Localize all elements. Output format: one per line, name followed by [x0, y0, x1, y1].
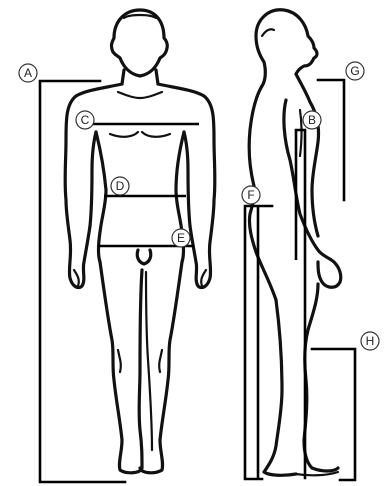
marker-e: E	[172, 229, 190, 247]
front-right-outline	[158, 84, 215, 288]
side-head	[256, 10, 317, 86]
marker-f: F	[242, 186, 260, 204]
marker-b: B	[303, 111, 321, 129]
measure-line-b	[296, 130, 305, 478]
marker-c: C	[76, 111, 94, 129]
measure-line-h	[312, 349, 355, 480]
marker-d-label: D	[116, 179, 125, 193]
side-legs	[264, 300, 296, 475]
marker-b-label: B	[308, 113, 316, 127]
marker-f-label: F	[247, 188, 254, 202]
marker-e-label: E	[177, 231, 185, 245]
marker-h-label: H	[366, 334, 375, 348]
marker-d: D	[111, 177, 129, 195]
measure-line-g	[318, 80, 344, 200]
marker-g-label: G	[350, 64, 359, 78]
marker-c-label: C	[81, 113, 90, 127]
front-view-figure	[65, 10, 215, 473]
marker-a: A	[19, 64, 37, 82]
front-head	[111, 10, 167, 76]
marker-h: H	[361, 332, 379, 350]
marker-a-label: A	[24, 66, 32, 80]
marker-g: G	[346, 62, 364, 80]
